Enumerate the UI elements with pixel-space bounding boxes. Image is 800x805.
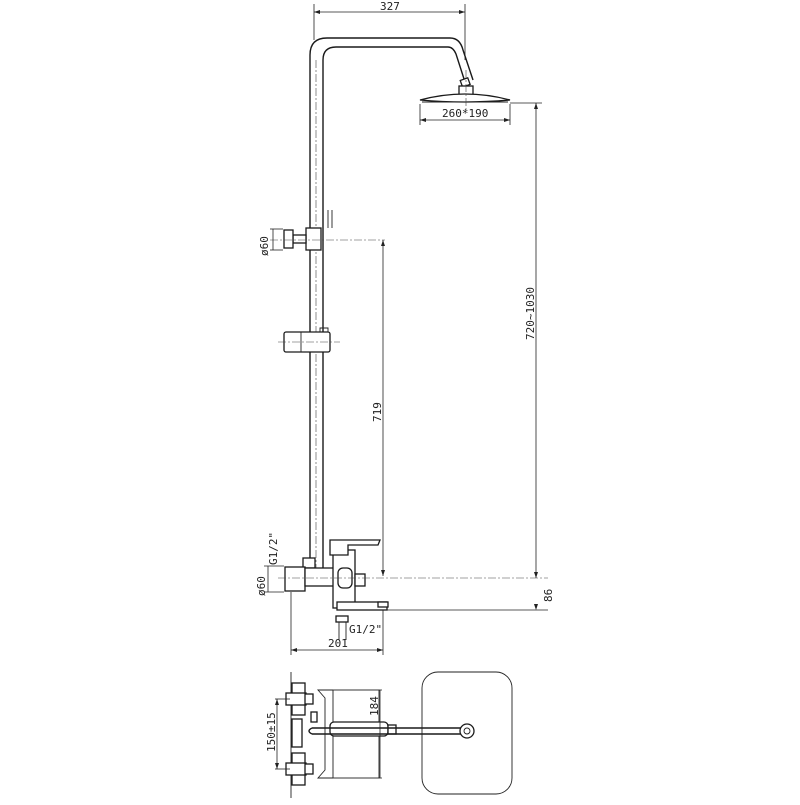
- dimension-column-height: 720~1030: [510, 102, 542, 578]
- dimension-arm-reach: 327: [313, 0, 466, 60]
- label-inlet-thread: G1/2": [267, 532, 280, 565]
- label-arm-reach: 327: [380, 0, 400, 13]
- label-bracket-top-diameter: ø60: [258, 236, 271, 256]
- lower-inlet-bracket: ø60 G1/2" G1/2": [255, 532, 382, 640]
- label-mixer-depth: 184: [368, 696, 381, 716]
- shower-head: 260*190: [419, 70, 511, 125]
- label-slide-height: 719: [371, 402, 384, 422]
- label-outlet-thread: G1/2": [349, 623, 382, 636]
- shower-column: [309, 37, 474, 580]
- label-mixer-projection: 201: [328, 637, 348, 650]
- label-inlet-spacing: 150±15: [265, 712, 278, 752]
- label-column-height: 720~1030: [524, 287, 537, 340]
- mixer-valve: 86: [278, 539, 555, 623]
- slide-holder: [278, 327, 340, 353]
- upper-wall-bracket: ø60: [258, 210, 385, 256]
- label-spout-drop: 86: [542, 589, 555, 602]
- dimension-slide-height: 719: [371, 240, 385, 576]
- dimension-mixer-projection: 201: [290, 592, 384, 655]
- top-plan-view: 184 150±15: [265, 671, 513, 798]
- label-head-size: 260*190: [442, 107, 488, 120]
- label-bracket-bottom-diameter: ø60: [255, 576, 268, 596]
